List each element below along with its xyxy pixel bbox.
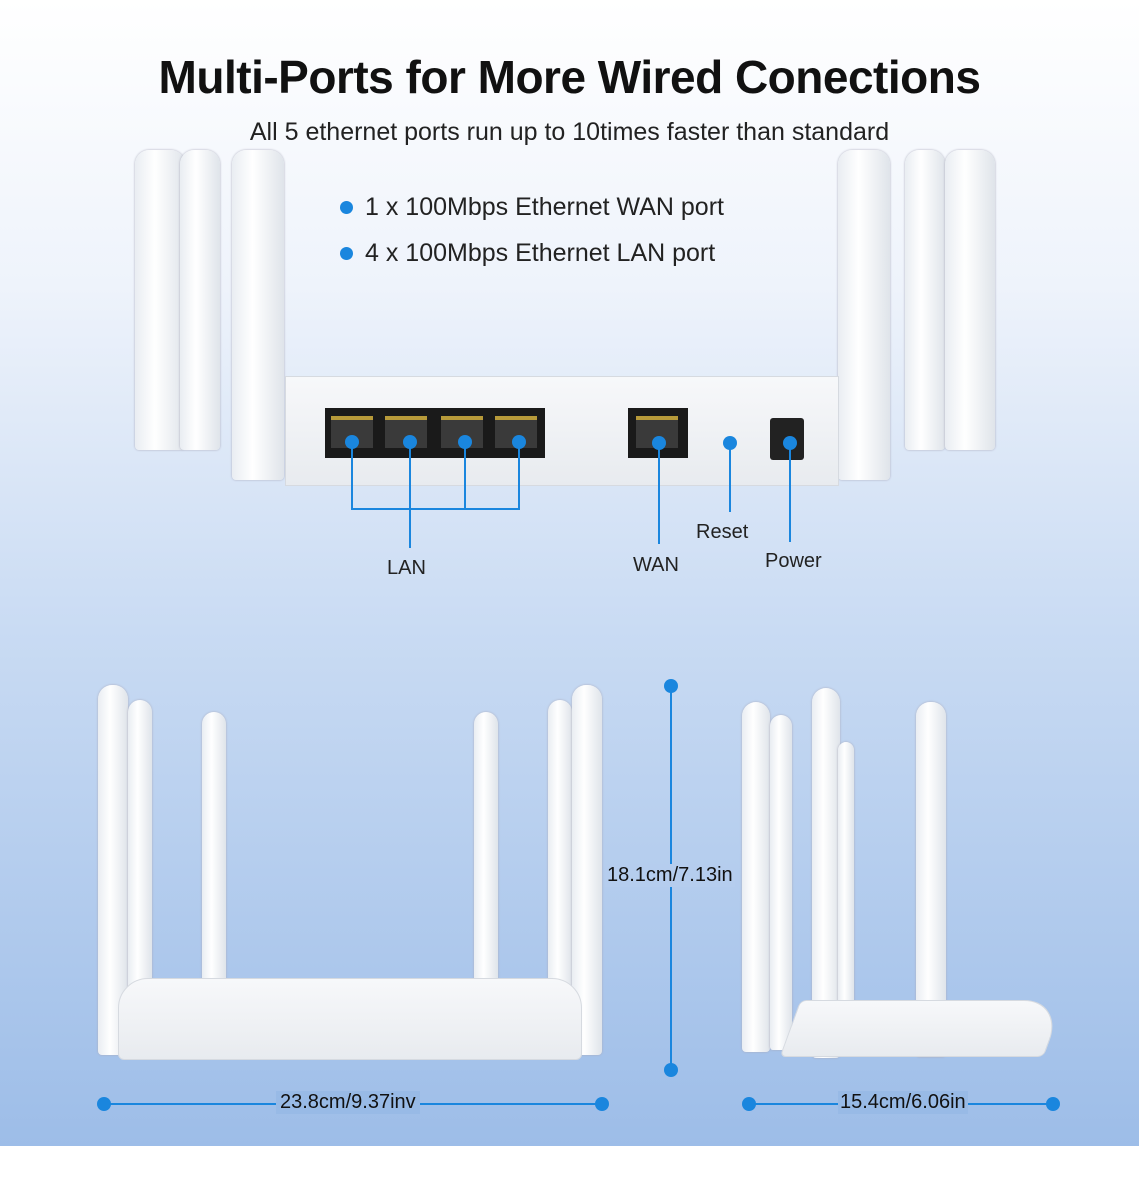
bullet-text: 1 x 100Mbps Ethernet WAN port [365,193,724,221]
marker-dot [1046,1097,1060,1111]
antenna [232,150,284,480]
bullet-text: 4 x 100Mbps Ethernet LAN port [365,239,716,267]
antenna [180,150,220,450]
marker-dot [595,1097,609,1111]
callout-line [351,442,353,510]
antenna [135,150,185,450]
bullet-lan: 4 x 100Mbps Ethernet LAN port [340,239,715,268]
router-front [118,978,582,1060]
callout-line [464,442,466,510]
marker-dot [664,1063,678,1077]
lan-ports [325,408,545,458]
antenna [770,715,792,1050]
antenna [838,742,854,1042]
lan-label: LAN [387,557,426,579]
antenna [945,150,995,450]
reset-label: Reset [696,521,749,543]
bullet-wan: 1 x 100Mbps Ethernet WAN port [340,193,724,222]
antenna [202,712,226,1002]
antenna [474,712,498,1002]
callout-line [789,442,791,542]
callout-line [409,442,411,548]
bullet-icon [340,247,353,260]
wan-label: WAN [633,554,679,576]
subtitle: All 5 ethernet ports run up to 10times f… [249,118,890,146]
page-title: Multi-Ports for More Wired Conections [158,51,981,103]
callout-line [658,442,660,544]
depth-dimension: 15.4cm/6.06in [838,1091,968,1114]
antenna [742,702,770,1052]
antenna [916,702,946,1057]
height-dimension: 18.1cm/7.13in [605,864,735,887]
power-label: Power [765,550,822,572]
antenna [838,150,890,480]
wan-port [628,408,688,458]
antenna [812,688,840,1058]
callout-line [351,508,520,510]
callout-line [518,442,520,510]
width-dimension: 23.8cm/9.37inv [276,1091,420,1114]
callout-line [729,442,731,512]
bullet-icon [340,201,353,214]
router-side [779,1000,1065,1057]
antenna [905,150,945,450]
